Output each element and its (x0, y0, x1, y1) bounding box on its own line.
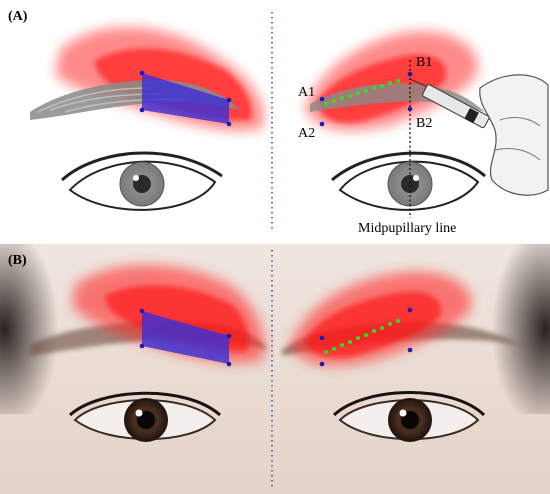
panel-a-label: (A) (8, 9, 28, 24)
eye-photo-left (68, 391, 221, 442)
eye-illustration-left (60, 151, 223, 211)
syringe-with-hand (409, 74, 549, 196)
blue-point (226, 121, 232, 127)
panel-a: (A) (8, 9, 549, 236)
point-b1-photo (407, 307, 413, 313)
label-a1: A1 (298, 85, 315, 100)
label-b2: B2 (416, 116, 432, 131)
hair-left (0, 244, 90, 414)
blue-point (139, 308, 145, 314)
point-a1-photo (319, 335, 325, 341)
label-a2: A2 (298, 126, 315, 141)
point-a2-photo (319, 361, 325, 367)
red-zone-right-b (290, 271, 472, 366)
blue-point (226, 333, 232, 339)
red-zone-right-a (305, 31, 479, 131)
eye-photo-right (332, 391, 486, 442)
injection-line-right-b (324, 319, 400, 354)
panel-b: (B) (0, 244, 550, 494)
blue-point (139, 107, 145, 113)
blue-point (226, 97, 232, 103)
blue-point (139, 343, 145, 349)
point-b2-photo (407, 347, 413, 353)
blue-point (139, 70, 145, 76)
blue-zone-left-b (142, 311, 229, 364)
point-a1 (319, 96, 325, 102)
label-b1: B1 (416, 55, 432, 70)
blue-zone-left-a (142, 73, 229, 124)
midpupillary-caption: Midpupillary line (358, 221, 456, 236)
point-a2 (319, 121, 325, 127)
blue-point (226, 361, 232, 367)
eye-illustration-right (331, 151, 486, 211)
point-b2 (407, 106, 413, 112)
injection-line-right-a (324, 79, 400, 106)
panel-b-label: (B) (8, 253, 27, 268)
